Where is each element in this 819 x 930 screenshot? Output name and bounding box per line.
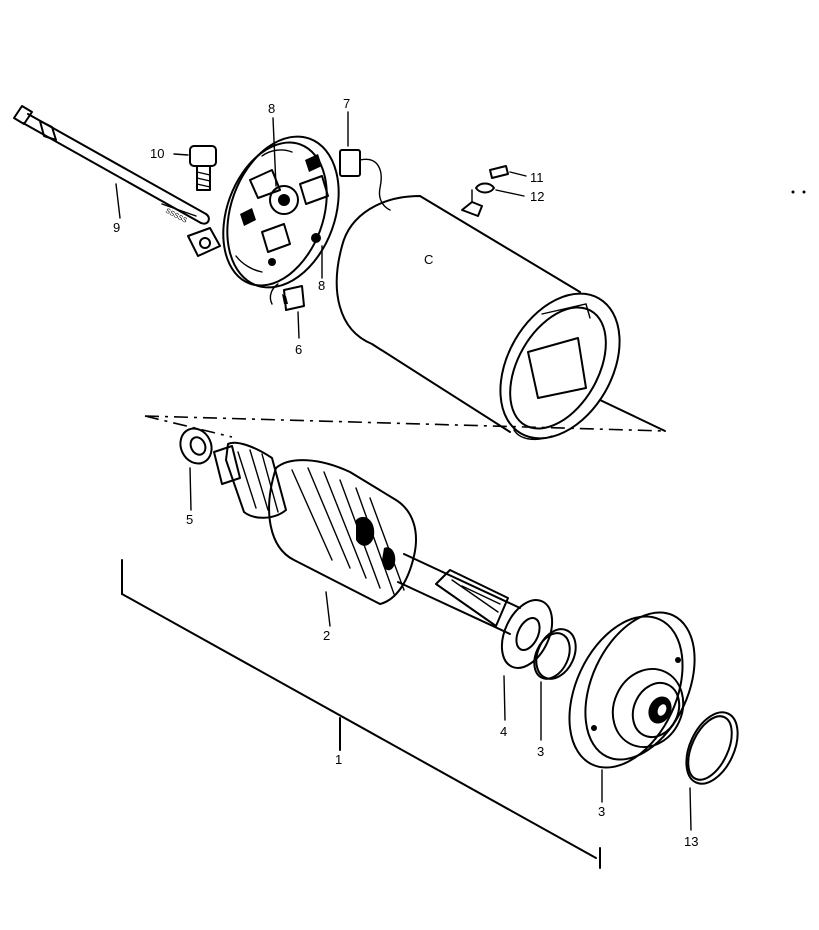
speck-marks bbox=[791, 190, 806, 194]
label-through-bolt: 9 bbox=[113, 220, 120, 235]
label-part-11: 11 bbox=[530, 170, 544, 185]
small-parts-11-12 bbox=[475, 165, 527, 197]
label-o-ring: 13 bbox=[684, 834, 698, 849]
label-washer-4: 4 bbox=[500, 724, 507, 739]
label-assembly: 1 bbox=[335, 752, 342, 767]
label-brush-6: 6 bbox=[295, 342, 302, 357]
brush-6 bbox=[269, 283, 305, 339]
washer-5 bbox=[179, 427, 213, 511]
callout-labels: 1 2 3 3 4 5 6 7 8 8 9 10 11 12 13 C bbox=[113, 96, 698, 849]
washer-3 bbox=[533, 628, 577, 741]
yoke-housing bbox=[335, 189, 621, 441]
label-washer-5: 5 bbox=[186, 512, 193, 527]
label-part-12: 12 bbox=[530, 189, 544, 204]
label-screw-10: 10 bbox=[150, 146, 164, 161]
washer-4 bbox=[500, 599, 554, 721]
through-bolt: SSSSS bbox=[13, 105, 210, 225]
label-armature: 2 bbox=[323, 628, 330, 643]
screw-10 bbox=[173, 145, 217, 191]
end-cover bbox=[568, 611, 696, 803]
label-brush-holder-top: 8 bbox=[268, 101, 275, 116]
o-ring bbox=[685, 711, 739, 831]
brush-holder-plate bbox=[187, 117, 340, 289]
label-brush-holder-bottom: 8 bbox=[318, 278, 325, 293]
reference-plane-lines bbox=[144, 399, 666, 438]
label-washer-3: 3 bbox=[537, 744, 544, 759]
armature bbox=[213, 441, 521, 635]
assembly-bracket bbox=[121, 559, 601, 869]
label-brush-7: 7 bbox=[343, 96, 350, 111]
label-end-cover: 3 bbox=[598, 804, 605, 819]
label-yoke-mark: C bbox=[424, 252, 433, 267]
brush-7 bbox=[339, 111, 391, 211]
